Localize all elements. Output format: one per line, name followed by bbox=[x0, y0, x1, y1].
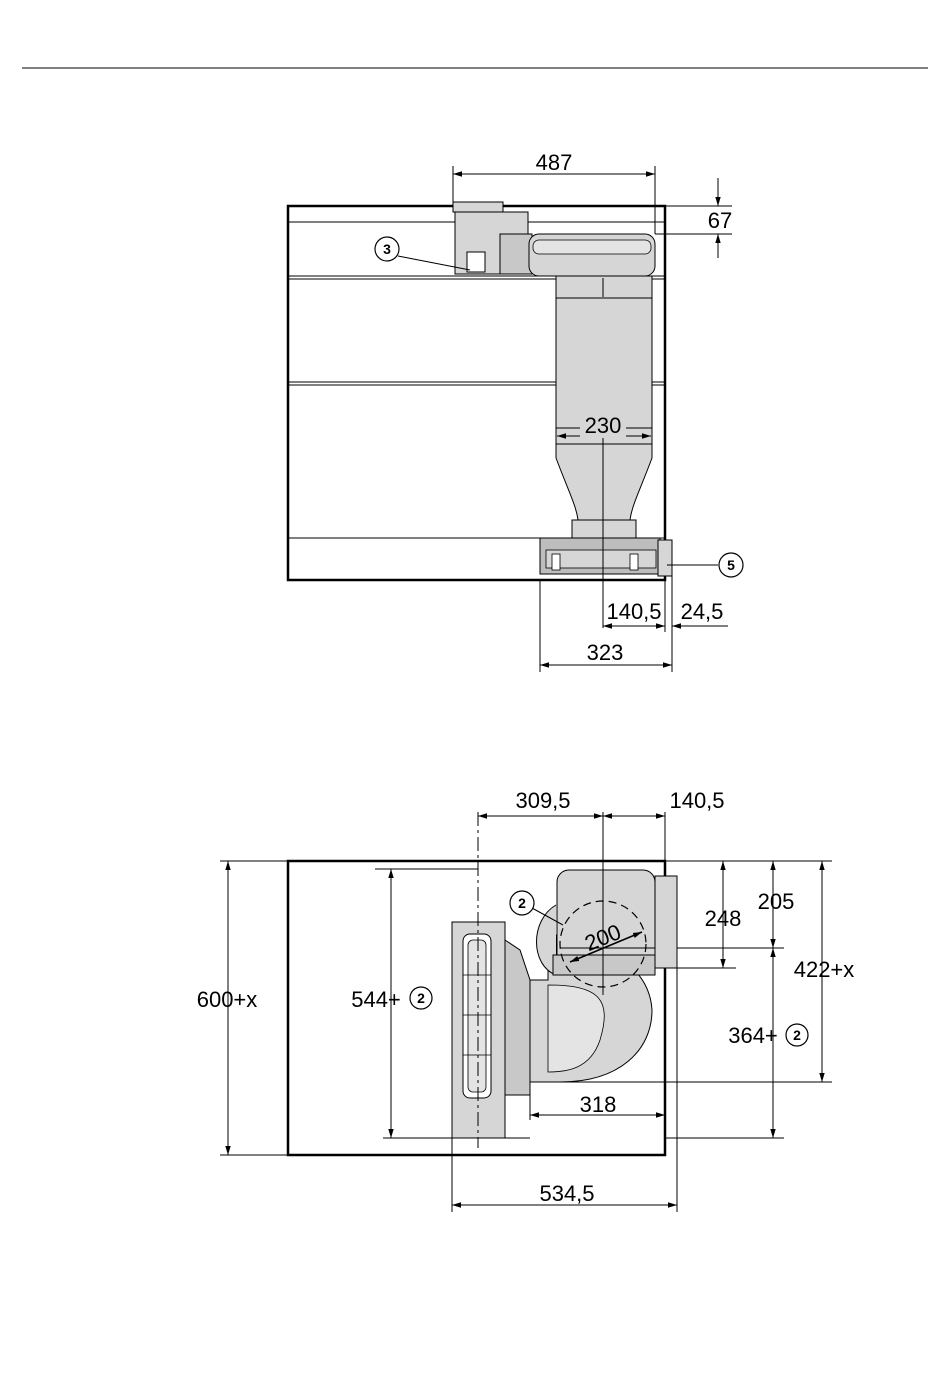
dim-label-24-5: 24,5 bbox=[681, 599, 724, 624]
dim-label-309-5: 309,5 bbox=[515, 788, 570, 813]
dim-label-544: 544+ bbox=[351, 987, 401, 1012]
side-bottom-plate bbox=[658, 540, 672, 576]
side-bottom-unit-inner bbox=[546, 550, 656, 568]
dim-label-487: 487 bbox=[536, 150, 573, 175]
dim-label-323: 323 bbox=[587, 640, 624, 665]
side-top-adapter bbox=[453, 202, 503, 212]
side-duct-collar bbox=[556, 276, 652, 298]
side-view bbox=[288, 166, 743, 672]
callout-label-5: 5 bbox=[727, 557, 735, 573]
dim-label-422x: 422+x bbox=[794, 957, 855, 982]
dim-label-67: 67 bbox=[708, 208, 732, 233]
plan-lower-bracket bbox=[553, 955, 655, 975]
plan-grille-slot-inner bbox=[468, 940, 486, 1092]
dim-label-600x: 600+x bbox=[197, 987, 258, 1012]
side-duct-lower-collar bbox=[572, 520, 636, 538]
dim-label-364: 364+ bbox=[728, 1023, 778, 1048]
callout-label-2b: 2 bbox=[417, 990, 425, 1006]
dim-label-140-5-plan: 140,5 bbox=[669, 788, 724, 813]
plan-outlet-flange bbox=[655, 876, 677, 968]
side-valve-clip bbox=[467, 252, 485, 272]
dim-label-534-5: 534,5 bbox=[539, 1181, 594, 1206]
callout-label-2c: 2 bbox=[793, 1027, 801, 1043]
callout-label-2a: 2 bbox=[518, 895, 526, 911]
dim-label-230: 230 bbox=[585, 413, 622, 438]
dim-label-205: 205 bbox=[758, 889, 795, 914]
side-bottom-foot bbox=[552, 554, 560, 570]
side-fan-housing-inner bbox=[533, 240, 651, 254]
dim-label-318: 318 bbox=[580, 1092, 617, 1117]
plan-view bbox=[220, 812, 832, 1212]
dim-label-248: 248 bbox=[705, 906, 742, 931]
side-bottom-foot bbox=[630, 554, 638, 570]
side-motor-neck bbox=[500, 234, 532, 274]
dim-label-140-5: 140,5 bbox=[606, 599, 661, 624]
side-duct-pipe bbox=[556, 298, 652, 428]
callout-label-3: 3 bbox=[383, 241, 391, 257]
